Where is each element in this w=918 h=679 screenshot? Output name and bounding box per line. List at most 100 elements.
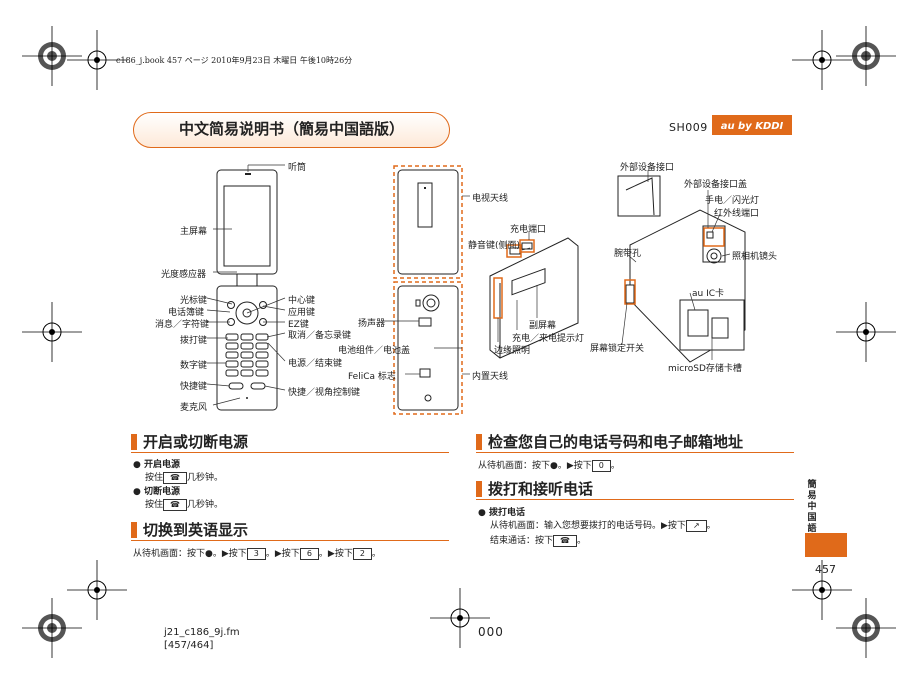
make-call-line-2: 结束通话：按下☎。 [490,533,586,547]
label-power-key: 电源／结束键 [288,359,343,369]
label-strap-hole: 腕带孔 [614,249,642,259]
printer-slug: c186_j.book 457 ページ 2010年9月23日 木曜日 午後10時… [116,56,353,65]
power-off-text-after: 几秒钟。 [186,500,223,510]
english-text-5: 。 [371,549,381,559]
label-app-key: 应用键 [288,308,316,318]
label-ir-port: 红外线端口 [714,209,760,219]
power-off-title: 切断电源 [144,487,181,497]
call-line2-text: 结束通话：按下 [490,536,554,546]
label-charge-lamp: 充电／来电提示灯 [512,334,585,344]
page-title: 中文简易说明书（簡易中国語版） [133,112,450,148]
label-number-keys: 数字键 [180,361,208,371]
label-battery: 电池组件／电池盖 [338,346,411,356]
label-phonebook-key: 电话簿键 [168,308,205,318]
heading-bar [476,481,482,497]
power-on-text: 按住☎几秒钟。 [145,470,223,484]
key-0: 0 [591,460,611,472]
heading-bar [476,434,482,450]
section-heading-calls: 拨打和接听电话 [476,479,794,500]
label-charge-port: 充电端口 [510,225,547,235]
label-sub-screen: 副屏幕 [529,321,557,331]
page-number: 457 [815,563,836,576]
section-heading-english: 切换到英语显示 [131,520,449,541]
power-key-glyph: ☎ [163,499,187,511]
side-tab-label: 簡易中国語 [807,480,817,534]
check-text-2: 。▶按下 [557,461,592,471]
brand-logo-text: au by KDDI [720,121,784,132]
label-cursor-key: 光标键 [180,296,208,306]
heading-text: 开启或切断电源 [143,433,249,451]
label-speaker: 扬声器 [358,319,386,329]
bullet-power-on: ● 开启电源 [133,460,181,470]
label-camera-lens: 照相机镜头 [732,252,778,262]
label-ez-key: EZ键 [288,320,309,330]
power-on-title: 开启电源 [144,460,181,470]
english-text-2: 。▶按下 [212,549,247,559]
phone-front-illustration [216,169,278,411]
phone-closed-illustration [489,237,579,359]
phone-open-illustration [617,175,746,363]
footer-center-code: 000 [478,625,504,639]
call-line1-text: 从待机画面：输入您想要拨打的电话号码。▶按下 [490,521,686,531]
registration-mark-bottom-center [430,588,490,648]
section-heading-power: 开启或切断电源 [131,432,449,453]
english-text-4: 。▶按下 [318,549,353,559]
make-call-title: 拨打电话 [489,508,526,518]
power-key-glyph: ☎ [163,472,187,484]
label-message-key: 消息／字符键 [155,320,210,330]
registration-mark-top-left-outer [22,26,82,86]
footer-file: j21_c186_9j.fm [164,627,240,638]
registration-mark-bottom-left-outer [22,598,82,658]
footer-pages: [457/464] [164,640,214,651]
center-key-glyph: ● [205,549,213,559]
au-brand-logo: au by KDDI [712,115,792,135]
label-main-screen: 主屏幕 [180,227,208,237]
phone-back-illustration [397,169,459,411]
power-off-text: 按住☎几秒钟。 [145,497,223,511]
registration-mark-bottom-left-inner [67,560,127,620]
heading-bar [131,522,137,538]
label-screen-lock: 屏幕锁定开关 [590,344,645,354]
end-key-glyph: ☎ [553,535,577,547]
registration-mark-bottom-right-inner [792,560,852,620]
label-light-sensor: 光度感应器 [161,270,207,280]
key-3: 3 [246,548,266,560]
label-quick-view-key: 快捷／视角控制键 [288,388,361,398]
registration-mark-top-right-inner [792,30,852,90]
heading-bar [131,434,137,450]
heading-text: 检查您自己的电话号码和电子邮箱地址 [488,433,744,451]
registration-mark-middle-left [22,302,82,362]
power-on-text-after: 几秒钟。 [186,473,223,483]
label-ext-port: 外部设备接口 [620,163,675,173]
label-microphone: 麦克风 [180,403,208,413]
label-mute-key: 静音键(侧面) [468,241,521,251]
check-text-1: 从待机画面：按下 [478,461,551,471]
make-call-line-1: 从待机画面：输入您想要拨打的电话号码。▶按下↗。 [490,518,716,532]
check-text-3: 。 [610,461,620,471]
registration-mark-bottom-right-outer [836,598,896,658]
heading-text: 切换到英语显示 [143,521,249,539]
label-edge-light: 边缘照明 [494,346,531,356]
key-6: 6 [299,548,319,560]
english-text-1: 从待机画面：按下 [133,549,206,559]
label-cancel-key: 取消／备忘录键 [288,331,352,341]
power-on-text-before: 按住 [145,473,164,483]
power-off-text-before: 按住 [145,500,164,510]
key-2: 2 [352,548,372,560]
label-tv-antenna: 电视天线 [472,194,509,204]
call-line2-end: 。 [576,536,586,546]
bullet-make-call: ● 拨打电话 [478,508,526,518]
registration-mark-top-left-inner [67,30,127,90]
label-builtin-antenna: 内置天线 [472,372,509,382]
section-heading-check-number: 检查您自己的电话号码和电子邮箱地址 [476,432,794,453]
call-line1-end: 。 [706,521,716,531]
center-key-glyph: ● [550,461,558,471]
bullet-power-off: ● 切断电源 [133,487,181,497]
heading-text: 拨打和接听电话 [488,480,594,498]
model-name: SH009 [669,121,708,134]
registration-mark-middle-right [836,302,896,362]
registration-mark-top-right-outer [836,26,896,86]
